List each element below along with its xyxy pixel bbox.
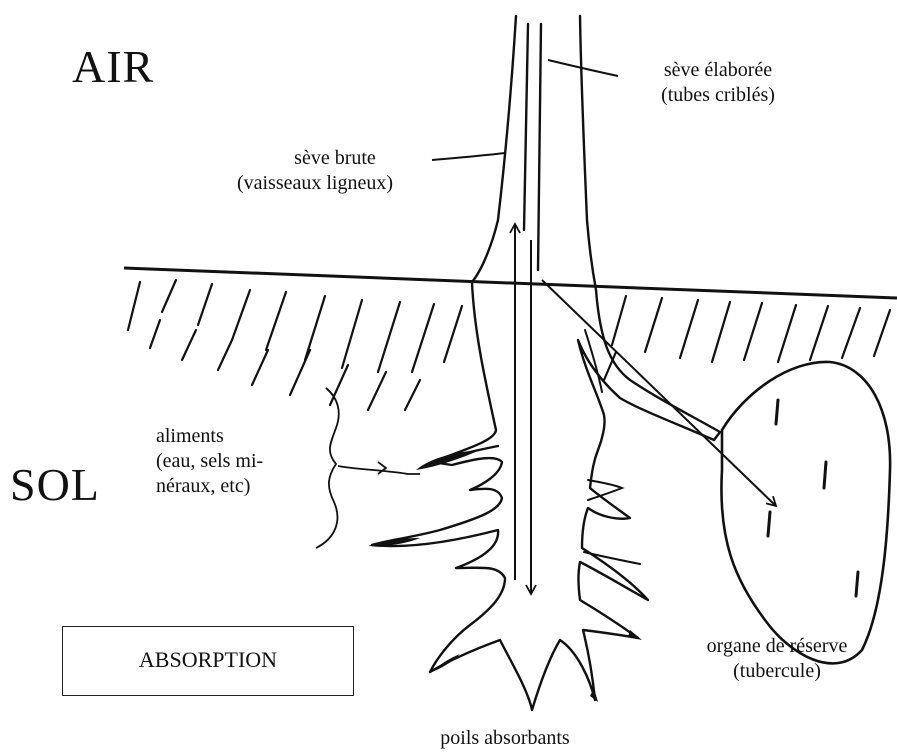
label-seve-elaboree: sève élaborée (tubes criblés) [628, 58, 808, 108]
tuber-marks [768, 400, 858, 596]
aliments-brace [316, 388, 339, 548]
stem [472, 16, 596, 290]
label-poils-absorbants: poils absorbants [410, 726, 600, 751]
leader-seve-brute [432, 153, 505, 160]
label-aliments: aliments (eau, sels mi- néraux, etc) [156, 424, 263, 499]
tuber-outline [721, 362, 890, 663]
main-root [372, 282, 720, 710]
soil-hatching-left [128, 280, 462, 410]
absorption-caption-text: ABSORPTION [139, 647, 277, 672]
label-organe-line1: organe de réserve [672, 634, 882, 659]
absorption-caption-box: ABSORPTION [62, 626, 354, 696]
leader-seve-elaboree [548, 60, 618, 76]
label-aliments-line2: (eau, sels mi- [156, 449, 263, 474]
label-organe-reserve: organe de réserve (tubercule) [672, 634, 882, 684]
storage-arrow [542, 280, 776, 506]
label-seve-brute: sève brute (vaisseaux ligneux) [200, 146, 430, 196]
label-seve-elaboree-line2: (tubes criblés) [628, 83, 808, 108]
label-seve-brute-line1: sève brute [200, 146, 430, 171]
region-label-air: AIR [72, 38, 154, 96]
label-seve-brute-line2: (vaisseaux ligneux) [200, 171, 430, 196]
ground-line [124, 268, 897, 298]
region-label-soil: SOL [10, 456, 100, 514]
label-seve-elaboree-line1: sève élaborée [628, 58, 808, 83]
label-aliments-line1: aliments [156, 424, 263, 449]
label-organe-line2: (tubercule) [672, 659, 882, 684]
label-aliments-line3: néraux, etc) [156, 474, 263, 499]
